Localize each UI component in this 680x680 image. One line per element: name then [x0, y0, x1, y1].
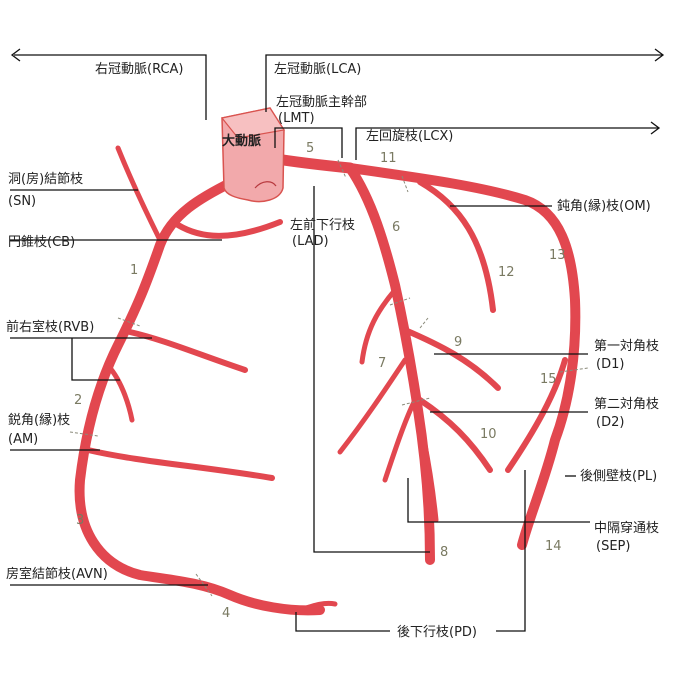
label-am-line1: 鋭角(縁)枝	[8, 412, 70, 428]
vessel-rca	[80, 182, 320, 610]
label-d1-line2: (D1)	[596, 357, 624, 372]
label-lcx: 左回旋枝(LCX)	[366, 129, 453, 144]
label-rvb: 前右室枝(RVB)	[6, 319, 94, 335]
label-pl: 後側壁枝(PL)	[580, 469, 657, 484]
segment-number-6: 6	[392, 220, 400, 235]
label-d2-line1: 第二対角枝	[594, 397, 659, 412]
vessel-am	[88, 450, 272, 478]
vessel-sn	[118, 148, 160, 240]
label-lad-line1: 左前下行枝	[290, 217, 355, 233]
vessel-lad-branch-7c	[385, 400, 415, 480]
label-lca: 左冠動脈(LCA)	[274, 62, 361, 77]
segment-number-12: 12	[498, 265, 515, 280]
aorta-shape	[222, 108, 284, 202]
label-aorta: 大動脈	[222, 133, 261, 149]
label-lad-line2: (LAD)	[292, 234, 329, 249]
label-cb: 円錐枝(CB)	[8, 235, 75, 250]
vessel-om	[420, 182, 493, 310]
vessel-rvb-2	[110, 368, 132, 420]
vessel-lad-branch-7b	[340, 360, 405, 452]
segment-number-14: 14	[545, 539, 562, 554]
label-lmt-line1: 左冠動脈主幹部	[276, 94, 367, 110]
segment-number-5: 5	[306, 141, 314, 156]
segment-number-15: 15	[540, 372, 557, 387]
segment-number-3: 3	[76, 513, 84, 528]
leader-lines	[10, 49, 663, 631]
label-sep-line2: (SEP)	[596, 539, 630, 554]
segment-number-8: 8	[440, 545, 448, 560]
segment-number-13: 13	[549, 248, 566, 263]
label-sn-line2: (SN)	[8, 194, 36, 209]
segment-number-2: 2	[74, 393, 82, 408]
vessel-d1	[405, 330, 498, 388]
segment-number-4: 4	[222, 606, 230, 621]
segment-number-11: 11	[380, 151, 397, 166]
label-avn: 房室結節枝(AVN)	[6, 566, 108, 582]
label-am-line2: (AM)	[8, 432, 38, 447]
label-d1-line1: 第一対角枝	[594, 339, 659, 354]
segment-number-7: 7	[378, 356, 386, 371]
segment-number-1: 1	[130, 263, 138, 278]
label-sn-line1: 洞(房)結節枝	[8, 171, 83, 187]
segment-number-9: 9	[454, 335, 462, 350]
vessel-lad-branch-7a	[362, 290, 395, 362]
vessel-cb	[178, 222, 280, 236]
label-rca: 右冠動脈(RCA)	[95, 62, 184, 77]
segment-number-10: 10	[480, 427, 497, 442]
label-pd: 後下行枝(PD)	[397, 625, 477, 640]
pd-leader-right	[496, 470, 525, 631]
label-sep-line1: 中隔穿通枝	[594, 520, 659, 536]
label-d2-line2: (D2)	[596, 415, 624, 430]
label-om: 鈍角(縁)枝(OM)	[557, 198, 651, 214]
divider-9	[420, 318, 428, 328]
label-lmt-line2: (LMT)	[278, 111, 315, 126]
